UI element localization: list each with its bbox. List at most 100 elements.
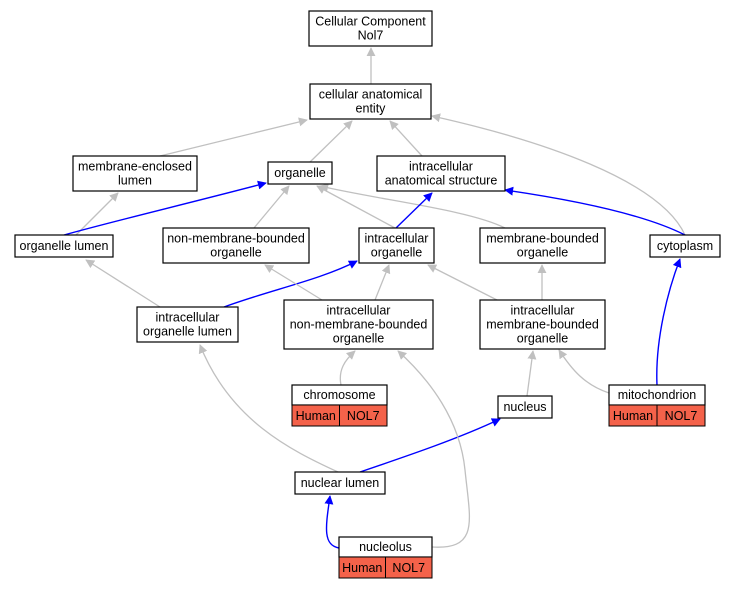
node-label: membrane-bounded <box>486 232 599 246</box>
edge-inmbo-to-nmbo <box>264 264 323 301</box>
node-box <box>162 227 310 264</box>
node-box <box>309 83 432 120</box>
edge-org-to-cae <box>309 120 353 163</box>
node-box <box>72 155 198 192</box>
node-label: cellular anatomical <box>319 88 423 102</box>
node-label: organelle <box>333 332 384 346</box>
node-label: intracellular <box>511 304 575 318</box>
node-box <box>479 227 606 264</box>
edge-nlumen-to-iol <box>198 344 339 473</box>
node-nlumen[interactable]: nuclear lumen <box>294 471 386 495</box>
annotation-label: Human <box>296 409 336 423</box>
node-box <box>14 234 114 258</box>
node-label: non-membrane-bounded <box>167 232 305 246</box>
node-label: organelle <box>517 246 568 260</box>
node-label: Nol7 <box>358 29 384 43</box>
annotation-cell <box>339 404 388 427</box>
edge-nucleolus-to-inmbo <box>397 350 470 548</box>
edge-nmbo-to-org <box>253 185 290 229</box>
node-label: nucleus <box>503 400 546 414</box>
edge-ol-to-mel <box>75 192 119 236</box>
edge-iol-to-ol <box>85 259 161 308</box>
node-box <box>308 10 433 47</box>
edge-io-to-org <box>316 185 396 229</box>
node-label: mitochondrion <box>618 388 697 402</box>
node-ol[interactable]: organelle lumen <box>14 234 114 258</box>
node-label: membrane-bounded <box>486 318 599 332</box>
node-label: organelle <box>210 246 261 260</box>
edge-nucleus-to-imbo <box>526 350 537 397</box>
edge-ol-to-org <box>63 180 267 236</box>
node-label: lumen <box>118 174 152 188</box>
node-nucleus[interactable]: nucleus <box>497 395 553 419</box>
node-label: organelle <box>274 166 325 180</box>
edge-nlumen-to-nucleus <box>359 418 501 473</box>
edge-inmbo-to-io <box>374 264 391 301</box>
edge-ias-to-cae <box>389 120 423 157</box>
edge-mel-to-cae <box>159 117 308 157</box>
annotation-label: NOL7 <box>347 409 380 423</box>
node-box <box>267 161 333 185</box>
node-inmbo[interactable]: intracellularnon-membrane-boundedorganel… <box>283 299 434 350</box>
annotation-label: NOL7 <box>665 409 698 423</box>
annotation-row: Human NOL7 <box>338 556 433 579</box>
edge-cyto-to-ias <box>504 186 686 236</box>
node-label: Cellular Component <box>315 15 426 29</box>
node-label: entity <box>356 102 387 116</box>
node-label: organelle lumen <box>143 325 232 339</box>
edge-mito-to-cyto <box>656 258 682 386</box>
node-box <box>479 299 606 350</box>
edge-imbo-to-io <box>427 264 498 301</box>
annotation-row: Human NOL7 <box>608 404 706 427</box>
edge-nucleolus-to-nlumen <box>324 495 340 549</box>
edge-chrom-to-inmbo <box>339 350 356 386</box>
node-box <box>376 155 506 192</box>
edge-io-to-ias <box>395 192 433 229</box>
annotation-label: Human <box>342 561 382 575</box>
annotation-cell <box>656 404 706 427</box>
annotation-label: Human <box>613 409 653 423</box>
node-box <box>136 306 239 343</box>
node-label: non-membrane-bounded <box>290 318 428 332</box>
annotation-label: NOL7 <box>392 561 425 575</box>
annotation-cell <box>385 556 433 579</box>
node-label: organelle <box>371 246 422 260</box>
node-label: nuclear lumen <box>301 476 380 490</box>
node-label: intracellular <box>365 232 429 246</box>
node-org[interactable]: organelle <box>267 161 333 185</box>
annotation-row: Human NOL7 <box>291 404 388 427</box>
node-label: nucleolus <box>359 540 412 554</box>
node-label: anatomical structure <box>385 174 498 188</box>
edges-layer <box>63 47 686 549</box>
edge-mbo-to-org <box>319 183 506 229</box>
node-cyto[interactable]: cytoplasm <box>649 234 721 258</box>
node-box <box>649 234 721 258</box>
node-label: intracellular <box>156 311 220 325</box>
node-label: intracellular <box>327 304 391 318</box>
node-box <box>358 227 435 264</box>
node-label: organelle lumen <box>20 239 109 253</box>
edge-iol-to-io <box>223 260 358 308</box>
node-box <box>497 395 553 419</box>
node-label: intracellular <box>409 160 473 174</box>
edge-cyto-to-cae <box>431 113 686 236</box>
edge-mito-to-imbo <box>558 349 610 394</box>
node-label: chromosome <box>303 388 375 402</box>
node-box <box>283 299 434 350</box>
node-label: cytoplasm <box>657 239 713 253</box>
node-label: membrane-enclosed <box>78 160 192 174</box>
